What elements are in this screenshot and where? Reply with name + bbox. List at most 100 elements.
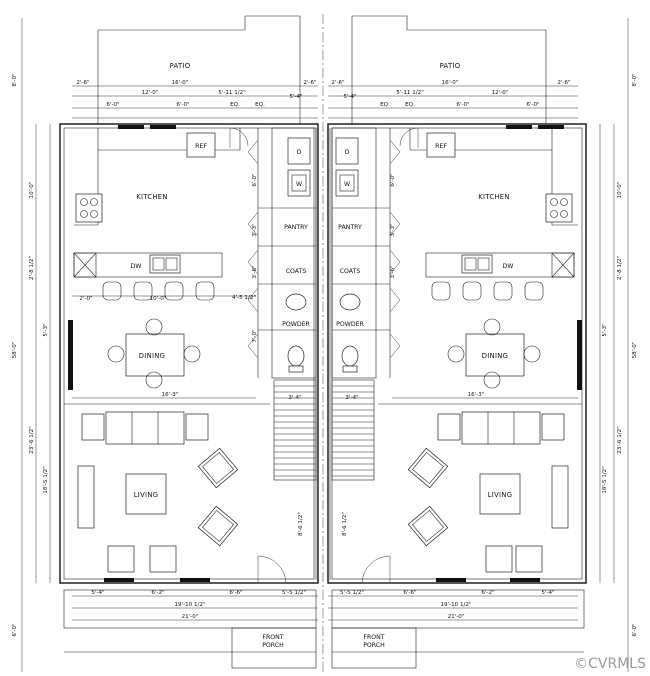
right-end-table — [437, 413, 461, 441]
left-dim: 5'-4" — [91, 590, 105, 596]
right-washer — [335, 169, 359, 197]
left-burner — [90, 210, 98, 218]
right-sofa — [461, 411, 541, 445]
left-dim: 3'-4" — [288, 395, 302, 401]
left-armchair — [197, 505, 239, 547]
left-dim: 6'-0" — [12, 623, 18, 637]
right-dim: 58'-0" — [632, 341, 638, 358]
right-counter-top — [409, 128, 552, 151]
right-dim: 6'-6" — [403, 590, 417, 596]
right-window — [506, 125, 532, 129]
right-armchair — [407, 505, 449, 547]
left-dining-label: DINING — [139, 352, 165, 360]
right-dim: 5'-4" — [541, 590, 555, 596]
left-dim: 16'-3" — [162, 392, 179, 398]
left-window — [68, 320, 73, 390]
left-kitchen-label: KITCHEN — [136, 193, 168, 201]
right-unit: PATIO REF KITCHEN DW DINING — [327, 15, 638, 672]
left-end-table — [185, 413, 209, 441]
left-ref-label: REF — [195, 143, 207, 150]
left-counter-top — [98, 128, 241, 151]
left-dim: 6'-0" — [252, 173, 258, 187]
right-patio-outline — [351, 15, 547, 124]
right-dim: 5'-3" — [602, 323, 608, 337]
left-dim: 3'-6" — [252, 265, 258, 279]
right-front-door[interactable] — [361, 555, 391, 584]
right-dim: 6'-0" — [632, 623, 638, 637]
left-side-chair — [107, 545, 135, 573]
left-dim: 58'-0" — [12, 341, 18, 358]
left-dim: 6'-6" — [229, 590, 243, 596]
left-dim: 19'-10 1/2" — [174, 602, 206, 608]
right-refrigerator — [426, 132, 456, 158]
left-window — [180, 578, 210, 582]
right-coffee-table — [479, 473, 521, 515]
right-window — [436, 578, 466, 582]
right-living-label: LIVING — [488, 491, 513, 499]
left-burner — [90, 198, 98, 206]
right-dim: 3'-6" — [390, 265, 396, 279]
left-burner — [80, 198, 88, 206]
left-range — [75, 193, 103, 223]
left-dim: 5'-11 1/2" — [218, 90, 246, 96]
right-stool — [431, 281, 451, 301]
left-dim: 18'-5 1/2" — [43, 466, 49, 494]
left-dim: 7'-0" — [252, 329, 258, 343]
right-dim: 16'-3" — [468, 392, 485, 398]
left-window — [118, 125, 144, 129]
left-dining-table — [125, 333, 185, 377]
left-front-porch — [63, 589, 317, 629]
left-washer — [287, 169, 311, 197]
right-dim: 23'-6 1/2" — [617, 426, 623, 454]
right-window — [577, 320, 582, 390]
left-powder-label: POWDER — [282, 321, 310, 328]
right-stool — [493, 281, 513, 301]
right-toilet-tank — [342, 365, 358, 373]
left-dim: 4'-5 1/2" — [232, 295, 256, 301]
left-dim: 6'-0" — [106, 102, 120, 108]
right-dw-label: DW — [503, 263, 514, 270]
right-dim: 19'-10 1/2" — [440, 602, 472, 608]
left-patio-outline — [97, 15, 301, 124]
right-porch-steps — [331, 627, 417, 669]
right-side-chair — [515, 545, 543, 573]
right-window — [510, 578, 540, 582]
left-service-core — [271, 127, 317, 379]
left-unit: PATIO REF KITCHEN DW — [12, 15, 319, 672]
left-dryer-label: D — [297, 149, 302, 156]
left-patio-label: PATIO — [170, 62, 191, 70]
right-dim: 5'-5 1/2" — [340, 590, 364, 596]
left-sofa — [105, 411, 185, 445]
left-pantry-label: PANTRY — [284, 224, 308, 231]
right-dining-label: DINING — [482, 352, 508, 360]
right-stair-treads — [332, 385, 374, 477]
left-toilet-tank — [288, 365, 304, 373]
right-kitchen-label: KITCHEN — [478, 193, 510, 201]
right-armchair — [407, 447, 449, 489]
left-chair — [145, 318, 163, 336]
right-dryer — [335, 137, 359, 165]
right-stool — [462, 281, 482, 301]
left-dim: 8'-6 1/2" — [298, 512, 304, 536]
right-service-core — [331, 127, 377, 379]
right-range — [545, 193, 573, 223]
right-dim: 10'-0" — [617, 181, 623, 198]
watermark: ©CVRMLS — [574, 656, 646, 672]
left-dim: 12'-0" — [142, 90, 159, 96]
left-window — [150, 125, 176, 129]
left-powder-sink — [285, 293, 307, 311]
right-exterior-wall — [327, 123, 587, 584]
left-exterior-wall — [59, 123, 319, 584]
right-dim: 2'-8 1/2" — [617, 256, 623, 280]
right-island-end — [551, 252, 575, 278]
left-toilet — [287, 345, 305, 367]
left-front-door[interactable] — [257, 555, 287, 584]
left-refrigerator — [186, 132, 216, 158]
right-end-table — [541, 413, 565, 441]
left-island-end — [73, 252, 97, 278]
left-dim: 5'-3" — [43, 323, 49, 337]
right-dining-table — [465, 333, 525, 377]
right-stool — [524, 281, 544, 301]
left-stair-treads — [274, 385, 316, 477]
